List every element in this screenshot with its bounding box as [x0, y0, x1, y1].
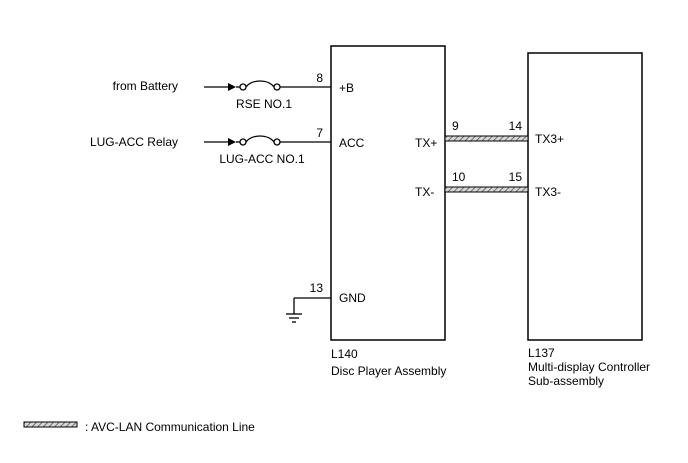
- rse-fuse-label: RSE NO.1: [236, 97, 292, 111]
- legend-text: : AVC-LAN Communication Line: [85, 420, 255, 434]
- pin-tx-plus-label: TX+: [415, 136, 437, 150]
- pin-15-number: 15: [509, 170, 523, 184]
- pin-7-number: 7: [316, 126, 323, 140]
- from-battery-label: from Battery: [113, 79, 178, 93]
- pin-13-number: 13: [310, 281, 324, 295]
- pin-10-number: 10: [452, 170, 466, 184]
- pin-gnd-label: GND: [339, 291, 366, 305]
- rse-fuse-icon: [245, 80, 275, 88]
- pin-tx3-minus-label: TX3-: [535, 185, 561, 199]
- multi-display-controller-box: [527, 52, 643, 341]
- legend: : AVC-LAN Communication Line: [23, 420, 255, 434]
- ground-icon: [286, 313, 302, 323]
- battery-circuit: from Battery RSE NO.1: [113, 79, 331, 111]
- pin-9-number: 9: [452, 119, 459, 133]
- pin-tx3-plus-label: TX3+: [535, 132, 564, 146]
- legend-hatch-swatch: [23, 421, 78, 428]
- avc-lan-line-tx-plus: [444, 135, 529, 142]
- pin-14-number: 14: [509, 119, 523, 133]
- l140-name: Disc Player Assembly: [331, 364, 446, 378]
- l137-name-line1: Multi-display Controller: [528, 360, 650, 374]
- pin-b-plus-label: +B: [339, 81, 354, 95]
- pin-acc-label: ACC: [339, 136, 365, 150]
- tx-plus-line: TX+ 9 14 TX3+: [415, 119, 564, 150]
- lug-acc-fuse-icon: [245, 135, 275, 143]
- l140-code: L140: [331, 347, 358, 361]
- lug-acc-arrow-icon: [228, 138, 236, 146]
- lug-acc-fuse-label: LUG-ACC NO.1: [219, 152, 305, 166]
- pin-tx-minus-label: TX-: [415, 185, 434, 199]
- tx-minus-line: TX- 10 15 TX3-: [415, 170, 561, 199]
- rse-fuse-terminal-left: [239, 83, 247, 91]
- pin-8-number: 8: [316, 71, 323, 85]
- l137-name-line2: Sub-assembly: [528, 374, 604, 388]
- l137-code: L137: [528, 346, 555, 360]
- lug-acc-fuse-terminal-right: [273, 138, 281, 146]
- ground-circuit: 13 GND: [286, 281, 366, 323]
- battery-arrow-icon: [228, 83, 236, 91]
- rse-fuse-terminal-right: [273, 83, 281, 91]
- lug-acc-fuse-terminal-left: [239, 138, 247, 146]
- avc-lan-line-tx-minus: [444, 186, 529, 193]
- lug-acc-relay-label: LUG-ACC Relay: [90, 135, 178, 149]
- disc-player-assembly-box: [330, 45, 446, 341]
- lug-acc-circuit: LUG-ACC Relay LUG-ACC NO.1: [90, 135, 331, 166]
